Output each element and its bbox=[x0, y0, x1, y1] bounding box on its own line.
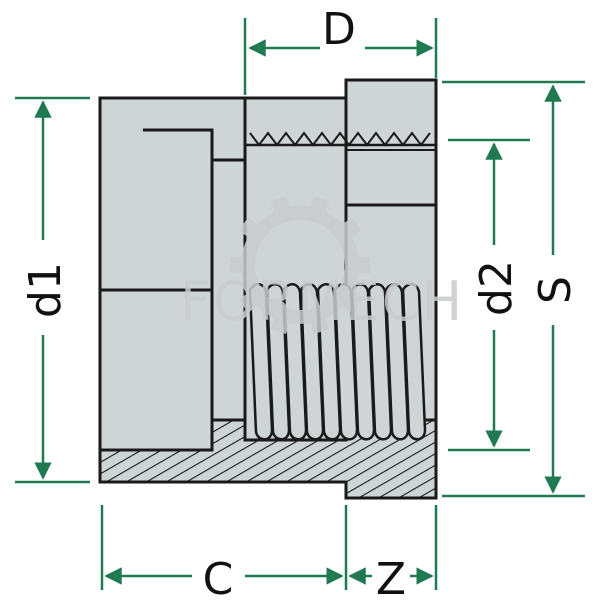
gear-tooth bbox=[309, 195, 330, 217]
dimension-label-d2: d2 bbox=[471, 260, 522, 316]
watermark-text: FORMECH bbox=[180, 270, 464, 333]
gear-tooth bbox=[238, 217, 262, 240]
thread-coil bbox=[401, 283, 427, 441]
gear-tooth bbox=[354, 257, 370, 273]
dimension-lines bbox=[15, 18, 585, 590]
dimension-label-Z: Z bbox=[376, 554, 406, 600]
dimension-label-S: S bbox=[530, 276, 581, 304]
dimension-label-C: C bbox=[203, 554, 234, 600]
gear-tooth bbox=[309, 313, 330, 335]
gear-tooth bbox=[270, 195, 291, 217]
dimension-label-d1: d1 bbox=[20, 262, 71, 318]
dimension-label-D: D bbox=[322, 4, 356, 55]
top-thread bbox=[245, 131, 436, 147]
gear-tooth bbox=[338, 290, 362, 313]
gear-tooth bbox=[238, 290, 262, 313]
gear-tooth bbox=[230, 257, 246, 273]
gear-tooth bbox=[270, 313, 291, 335]
watermark: FORMECH bbox=[180, 195, 464, 335]
gear-tooth bbox=[338, 217, 362, 240]
